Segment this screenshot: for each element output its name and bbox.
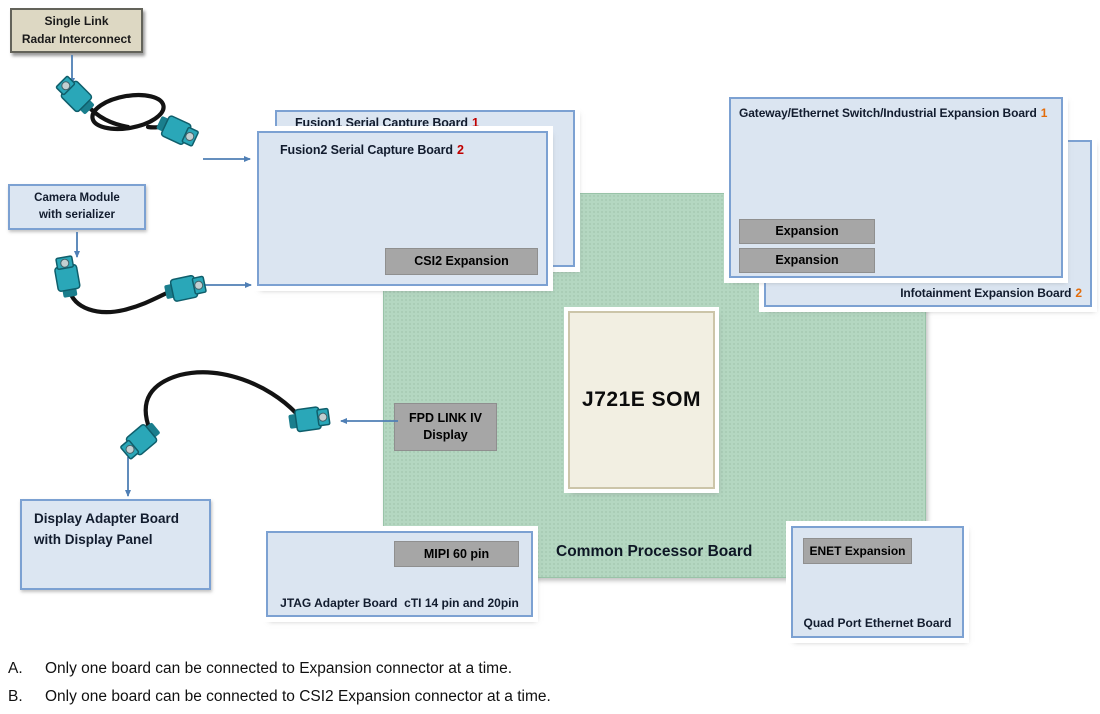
camera-module-box: Camera Module with serializer [8,184,146,230]
radar-label-line1: Single Link [44,14,109,29]
footnote-b-text: Only one board can be connected to CSI2 … [45,688,551,705]
csi2-expansion-connector: CSI2 Expansion [385,248,538,275]
expansion-connector-1: Expansion [739,219,875,244]
infotainment-number: 2 [1075,286,1082,300]
single-link-radar-interconnect-box: Single Link Radar Interconnect [10,8,143,53]
display-adapter-line1: Display Adapter Board [34,511,180,526]
enet-label: ENET Expansion [809,543,906,558]
fpd-label-line1: FPD LINK IV [409,411,482,426]
expansion-1-label: Expansion [775,224,839,239]
jtag-adapter-board: JTAG Adapter Board cTI 14 pin and 20pin … [266,531,533,617]
gateway-ethernet-switch-industrial-expansion-board: Gateway/Ethernet Switch/Industrial Expan… [729,97,1063,278]
enet-expansion-connector: ENET Expansion [803,538,912,564]
mipi-label: MIPI 60 pin [423,546,490,561]
expansion-connector-2: Expansion [739,248,875,273]
quad-port-label: Quad Port Ethernet Board [803,616,952,630]
gateway-number: 1 [1040,106,1048,120]
expansion-2-label: Expansion [775,253,839,268]
infotainment-title: Infotainment Expansion Board [900,286,1072,300]
footnote-a: A. Only one board can be connected to Ex… [8,655,551,683]
fpd-label-line2: Display [423,428,468,442]
fpd-link-iv-display-connector: FPD LINK IV Display [394,403,497,451]
fusion1-number: 1 [471,116,479,130]
radar-cable-icon [53,73,201,150]
j721e-som: J721E SOM [568,311,715,489]
display-adapter-board: Display Adapter Board with Display Panel [20,499,211,590]
footnote-a-letter: A. [8,660,23,677]
csi2-expansion-label: CSI2 Expansion [414,254,509,269]
fusion1-title: Fusion1 Serial Capture Board [295,116,468,130]
mipi-60pin-connector: MIPI 60 pin [394,541,519,567]
display-cable-icon [117,370,332,463]
footnote-b: B. Only one board can be connected to CS… [8,683,551,711]
footnote-a-text: Only one board can be connected to Expan… [45,660,513,677]
footnotes: A. Only one board can be connected to Ex… [8,655,551,711]
som-label: J721E SOM [582,388,701,411]
camera-label-line1: Camera Module [34,191,120,204]
fusion2-title: Fusion2 Serial Capture Board [280,143,453,157]
camera-cable-icon [52,254,208,315]
common-processor-board-label: Common Processor Board [556,543,753,560]
radar-label-line2: Radar Interconnect [21,31,132,46]
jtag-label: JTAG Adapter Board cTI 14 pin and 20pin [280,596,519,610]
gateway-title: Gateway/Ethernet Switch/Industrial Expan… [739,106,1037,120]
footnote-b-letter: B. [8,688,23,705]
display-adapter-line2: with Display Panel [34,531,153,547]
camera-label-line2: with serializer [38,209,116,221]
quad-port-ethernet-board: Quad Port Ethernet Board ENET Expansion [791,526,964,638]
fusion2-number: 2 [456,143,464,157]
